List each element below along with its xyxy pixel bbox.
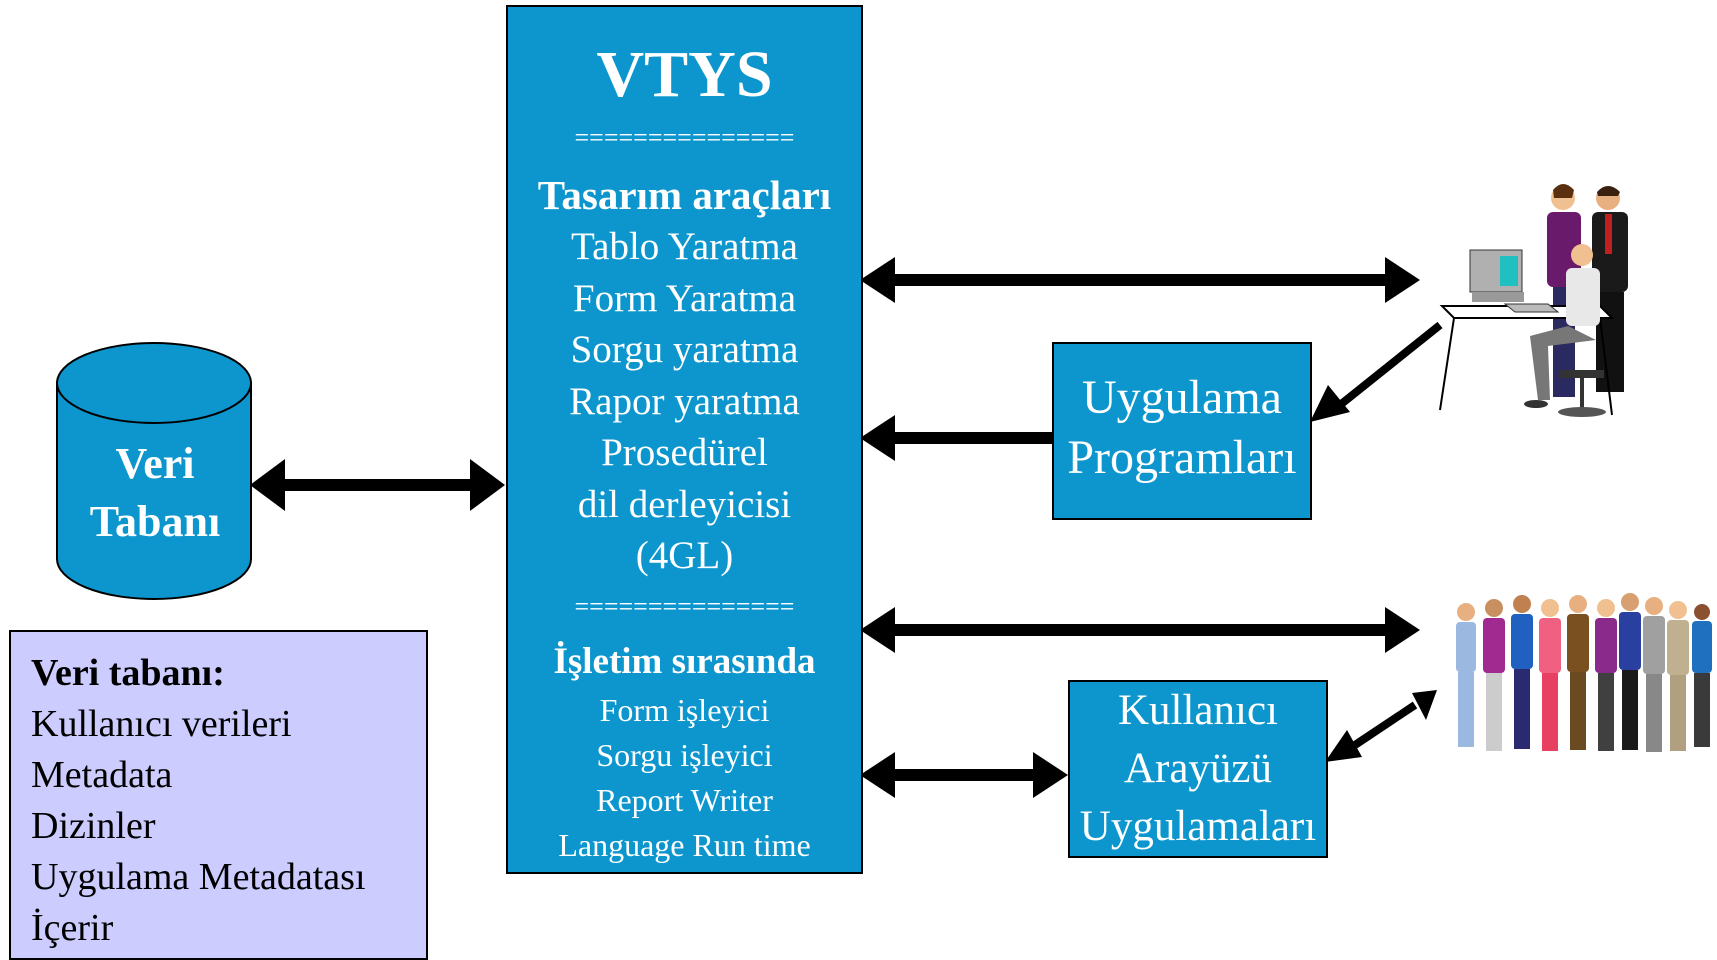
database-info-box: Veri tabanı: Kullanıcı verileri Metadata… [9,630,428,960]
vtys-separator-1: =============== [574,123,795,152]
ui-applications-line1: Kullanıcı [1117,687,1278,734]
design-item: (4GL) [635,534,734,577]
arrow-vtys-ui [860,752,1068,798]
design-tools-list: Tablo Yaratma Form Yaratma Sorgu yaratma… [508,221,861,582]
arrow-vtys-users [860,257,1420,303]
runtime-item: Sorgu işleyici [596,736,773,773]
arrow-users-programs [1310,321,1443,422]
database-label-line1: Veri [115,439,195,488]
arrow-ui-crowd [1325,690,1437,762]
ui-applications-line3: Uygulamaları [1079,803,1317,850]
design-item: Rapor yaratma [569,379,800,423]
arrow-vtys-crowd [860,607,1420,653]
application-programs-line1: Uygulama [1082,371,1282,424]
ui-applications-line2: Arayüzü [1123,745,1273,792]
runtime-heading: İşletim sırasında [553,640,816,682]
arrow-db-vtys [250,459,505,511]
runtime-item: Language Run time [558,826,811,863]
runtime-item: Report Writer [596,781,773,818]
design-item: Form Yaratma [572,276,797,320]
design-item: dil derleyicisi [577,482,792,526]
application-programs-line2: Programları [1067,431,1297,484]
design-item: Tablo Yaratma [571,225,798,268]
info-item: İçerir [31,907,114,949]
info-item: Kullanıcı verileri [31,703,292,745]
ui-applications-box: Kullanıcı Arayüzü Uygulamaları [1068,680,1328,858]
database-label: Veri Tabanı [40,435,270,551]
vtys-title: VTYS [596,38,773,111]
application-programs-box: Uygulama Programları [1052,342,1312,520]
design-tools-heading: Tasarım araçları [537,172,832,218]
info-heading: Veri tabanı: [31,652,225,694]
info-item: Dizinler [31,805,156,847]
design-item: Sorgu yaratma [570,328,799,371]
database-cylinder-icon [56,342,252,600]
info-item: Uygulama Metadatası [31,856,366,898]
design-item: Prosedürel [601,431,768,474]
database-label-line2: Tabanı [89,497,221,546]
arrow-programs-vtys [860,415,1052,461]
vtys-box: VTYS =============== Tasarım araçları Ta… [506,5,863,874]
crowd-of-people-clipart-icon [1456,593,1712,752]
computer-users-clipart-icon [1439,184,1628,417]
info-item: Metadata [31,754,173,796]
runtime-item: Form işleyici [599,691,770,728]
vtys-separator-2: =============== [574,591,795,621]
runtime-list: Form işleyici Sorgu işleyici Report Writ… [508,688,861,868]
